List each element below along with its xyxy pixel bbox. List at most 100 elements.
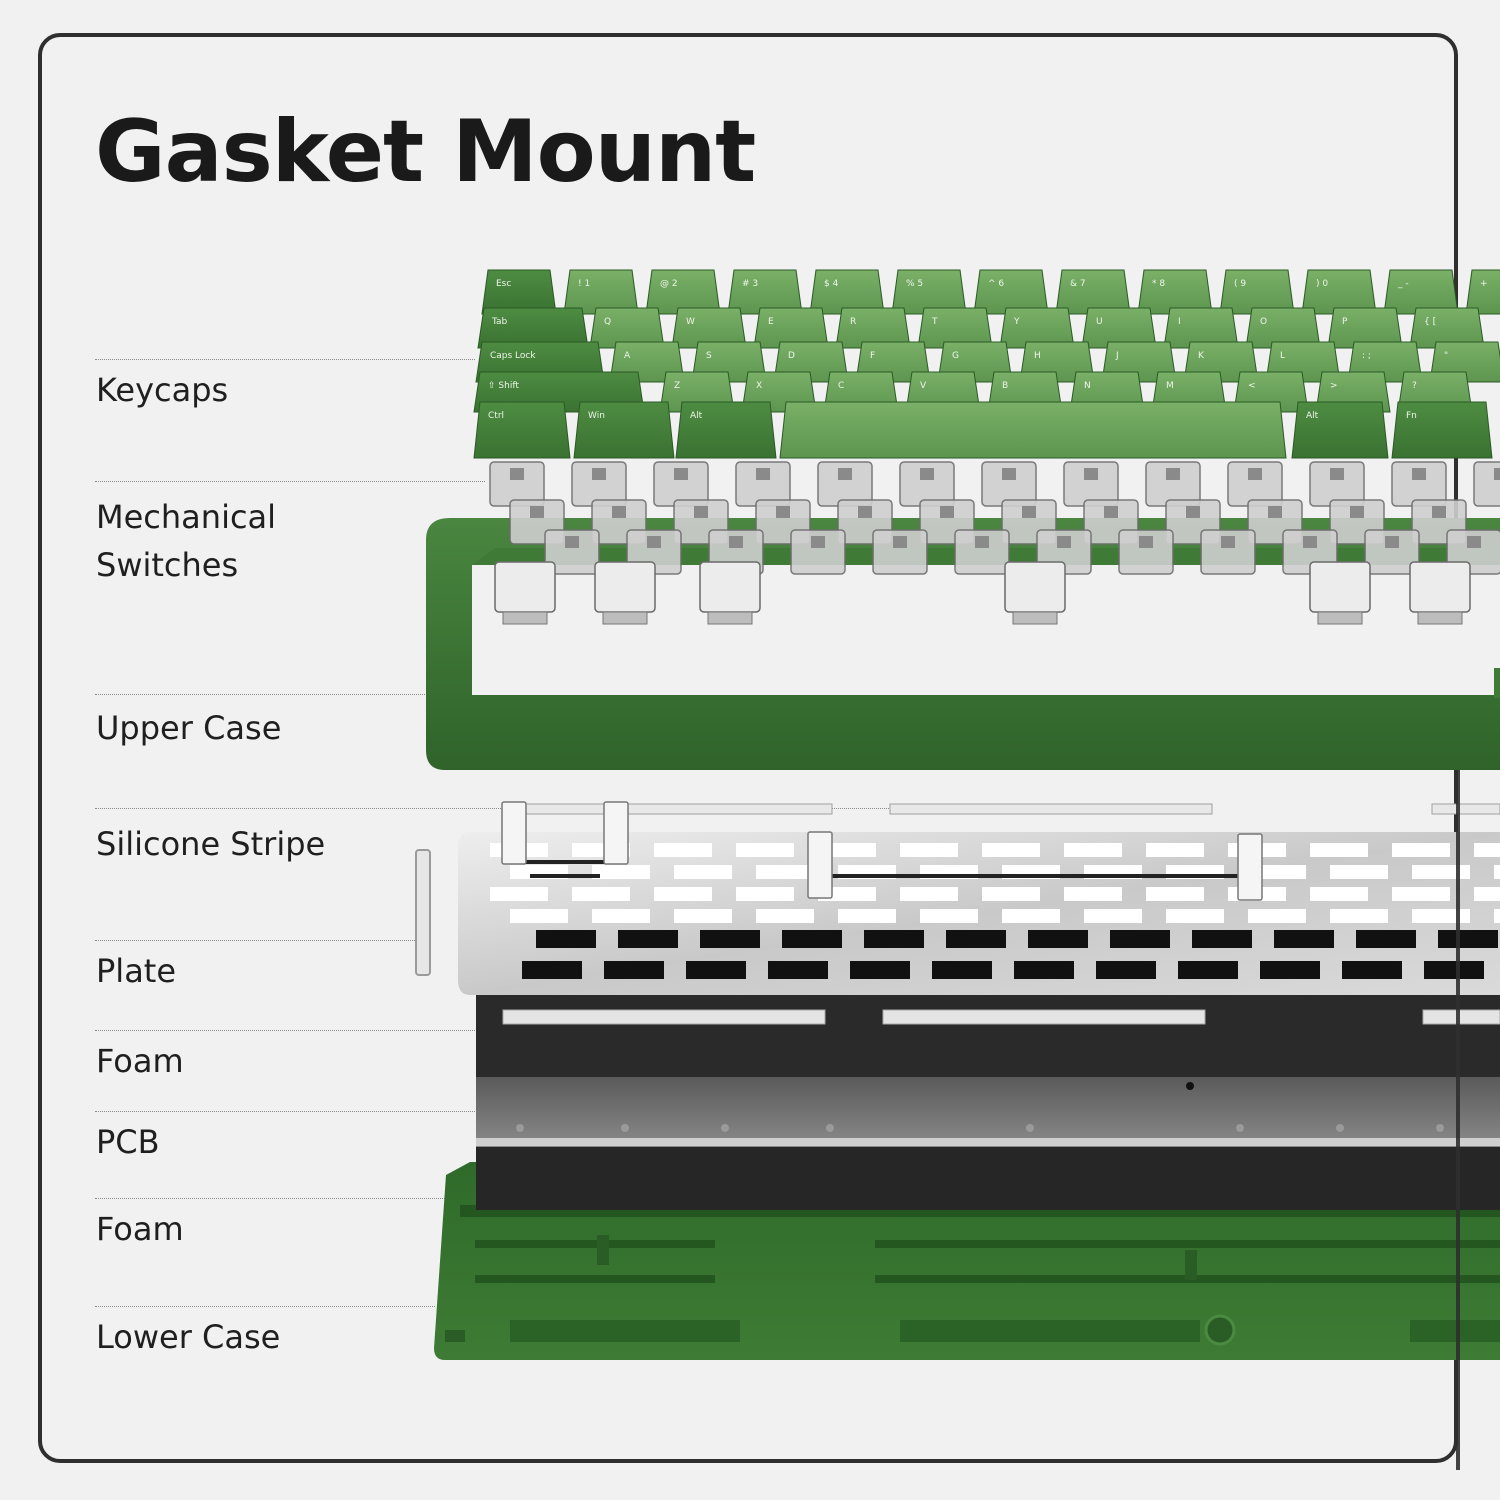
keycap-legend: X	[756, 381, 762, 391]
switch-stem	[858, 506, 872, 518]
keycap-legend: _ -	[1397, 279, 1409, 289]
label-foam-1: Foam	[96, 1042, 184, 1080]
keycap-legend: ^ 6	[988, 279, 1004, 289]
switch-stem	[811, 536, 825, 548]
label-foam-2: Foam	[96, 1210, 184, 1248]
plate-cutout	[490, 887, 548, 901]
label-switches-line2: Switches	[96, 546, 239, 584]
mechanical-switches-layer	[489, 461, 1500, 625]
keycap-legend: * 8	[1152, 279, 1165, 289]
keycap	[1465, 269, 1500, 315]
switch-stem	[1268, 506, 1282, 518]
switch-stem	[1186, 506, 1200, 518]
plate-cutout	[900, 887, 958, 901]
plate-cutout	[592, 909, 650, 923]
plate-switch-hole	[1028, 930, 1088, 948]
switch-stem	[1350, 506, 1364, 518]
switch-stem	[1221, 536, 1235, 548]
silicone-stripe-layer	[415, 801, 1500, 976]
switch	[1004, 561, 1066, 613]
keycap-legend: D	[788, 351, 795, 361]
keycap-legend: W	[686, 317, 695, 327]
keycap-legend: Win	[588, 411, 605, 421]
keycap	[1383, 269, 1459, 315]
label-upper-case: Upper Case	[96, 709, 282, 747]
plate-cutout	[1084, 909, 1142, 923]
keycap-legend: Caps Lock	[490, 351, 536, 361]
keycap-legend: S	[706, 351, 712, 361]
label-mechanical-switches: Mechanical Switches	[96, 493, 276, 589]
switch-stem	[565, 536, 579, 548]
switch	[1309, 561, 1371, 613]
switch	[1409, 561, 1471, 613]
keycap-legend: { [	[1424, 317, 1436, 327]
keycap-legend: M	[1166, 381, 1174, 391]
silicone-divider	[95, 808, 895, 809]
switch	[594, 561, 656, 613]
keycap-legend: Ctrl	[488, 411, 504, 421]
keycaps-divider	[95, 359, 475, 360]
switch-stem	[1166, 468, 1180, 480]
switch-stem	[1084, 468, 1098, 480]
switches-divider	[95, 481, 485, 482]
keycap	[1055, 269, 1131, 315]
switch-pins	[602, 611, 648, 625]
keycap	[563, 269, 639, 315]
plate-cutout	[654, 843, 712, 857]
switch-stem	[1494, 468, 1500, 480]
keycap-legend: J	[1115, 351, 1119, 361]
plate-cutout	[920, 909, 978, 923]
modifier-keycap	[1291, 401, 1389, 459]
keycap-legend: <	[1248, 381, 1256, 391]
keycap-legend: % 5	[906, 279, 923, 289]
plate-cutout	[1064, 887, 1122, 901]
keycap-legend: Tab	[491, 317, 508, 327]
plate-divider	[95, 940, 425, 941]
switch-stem	[612, 506, 626, 518]
plate-cutout	[1494, 909, 1500, 923]
switch-stem	[1057, 536, 1071, 548]
plate-switch-hole	[1096, 961, 1156, 979]
plate-cutout	[982, 843, 1040, 857]
page-title: Gasket Mount	[95, 102, 756, 202]
keycap-legend: Alt	[1306, 411, 1319, 421]
plate-switch-hole	[1260, 961, 1320, 979]
keycap-legend: Z	[674, 381, 680, 391]
pcb-layer	[476, 1077, 1500, 1147]
modifier-keycap	[675, 401, 777, 459]
switch-stem	[893, 536, 907, 548]
plate-cutout	[900, 843, 958, 857]
keycap-legend: T	[931, 317, 938, 327]
keycap	[645, 269, 721, 315]
keycaps-layer: Esc! 1@ 2# 3$ 4% 5^ 6& 7* 8( 9) 0_ -+Tab…	[473, 269, 1500, 459]
switch-stem	[1432, 506, 1446, 518]
plate-cutout	[756, 909, 814, 923]
keycap-legend: A	[624, 351, 631, 361]
plate-cutout	[1330, 865, 1388, 879]
keycap-legend: K	[1198, 351, 1205, 361]
keycap-legend: L	[1280, 351, 1285, 361]
keycap-legend: V	[920, 381, 927, 391]
plate-cutout	[1310, 843, 1368, 857]
keycap-legend: Fn	[1406, 411, 1417, 421]
plate-cutout	[1146, 887, 1204, 901]
plate-cutout	[1146, 843, 1204, 857]
keycap-legend: : ;	[1362, 351, 1371, 361]
plate-switch-hole	[1438, 930, 1498, 948]
spacebar-keycap	[779, 401, 1287, 459]
foam2-divider	[95, 1198, 445, 1199]
label-pcb: PCB	[96, 1123, 160, 1161]
plate-switch-hole	[1424, 961, 1484, 979]
plate-switch-hole	[604, 961, 664, 979]
switch-stem	[1022, 506, 1036, 518]
switch	[790, 529, 846, 575]
switch-stem	[756, 468, 770, 480]
plate-switch-hole	[536, 930, 596, 948]
keycap-legend: P	[1342, 317, 1348, 327]
plate-cutout	[838, 909, 896, 923]
switch-stem	[694, 506, 708, 518]
switch	[1118, 529, 1174, 575]
keycap-legend: >	[1330, 381, 1338, 391]
switch	[954, 529, 1010, 575]
